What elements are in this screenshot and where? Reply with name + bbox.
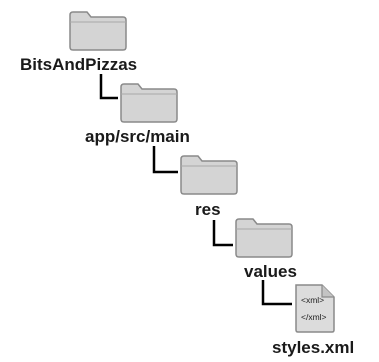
folder-label-res: res (195, 200, 221, 219)
file-label-styles-xml: styles.xml (272, 338, 355, 357)
folder-label-bitsandpizzas: BitsAndPizzas (20, 55, 138, 74)
connector-main-to-res (152, 146, 178, 174)
xml-open-tag: <xml> (301, 295, 324, 305)
folder-icon (120, 83, 178, 123)
connector-values-to-styles (261, 280, 292, 306)
folder-label-app-src-main: app/src/main (85, 127, 190, 146)
folder-icon (69, 11, 127, 51)
connector-bitsandpizzas-to-main (99, 74, 118, 100)
folder-icon (235, 218, 293, 258)
folder-icon (180, 155, 238, 195)
xml-file-icon: <xml> </xml> (295, 284, 335, 333)
connector-res-to-values (212, 220, 233, 247)
folder-label-values: values (244, 262, 297, 281)
xml-close-tag: </xml> (301, 312, 327, 322)
